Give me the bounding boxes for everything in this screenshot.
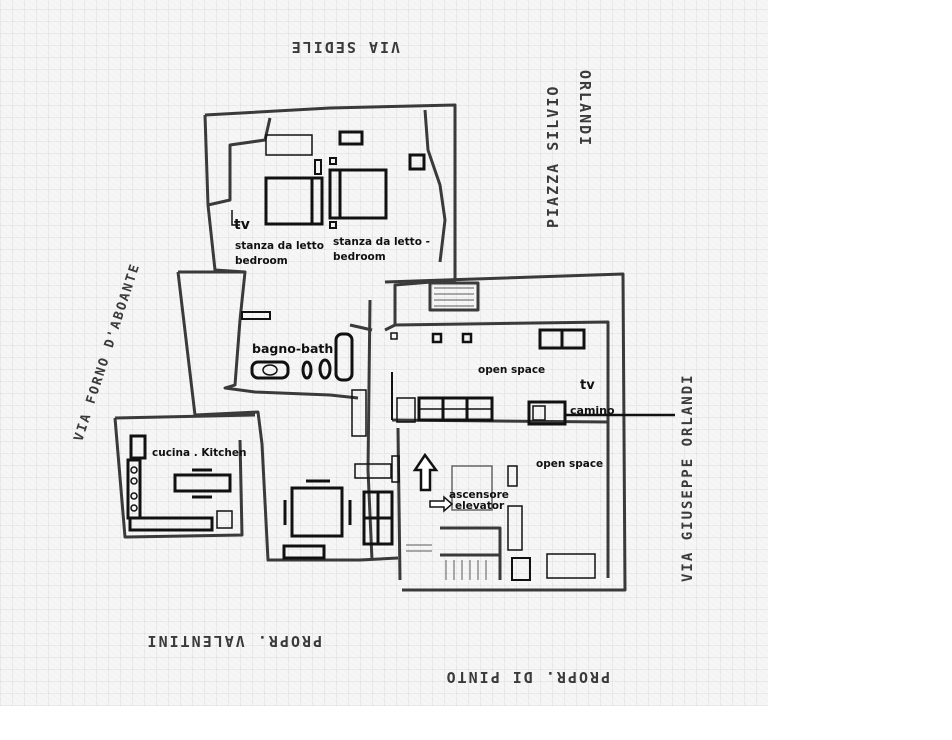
open-space-bottom-label: open space: [536, 458, 603, 470]
street-top-label: VIA SEDILE: [290, 38, 400, 56]
building-walls: [113, 103, 627, 592]
elevator-label-2: elevator: [455, 500, 505, 512]
stair-treads: [406, 287, 487, 580]
bedroom-left-label-2: bedroom: [235, 255, 288, 267]
open-space-top-label: open space: [478, 364, 545, 376]
room-labels: tv stanza da letto bedroom stanza da let…: [152, 217, 615, 512]
bathroom-label: bagno-bath: [252, 341, 333, 356]
street-right-top-label-1: PIAZZA SILVIO: [544, 85, 562, 228]
street-left-label: VIA FORNO D'ABOANTE: [72, 261, 144, 443]
up-arrow-icon: [412, 452, 439, 492]
floor-plan-paper: [0, 0, 768, 706]
kitchen-furniture: [126, 434, 233, 532]
bathroom-fixtures: [250, 332, 354, 382]
elevator-label-1: ascensore: [449, 489, 509, 501]
lower-living-furniture: [451, 465, 596, 581]
tv-bedroom-label: tv: [234, 217, 250, 233]
tv-living-label: tv: [580, 378, 595, 393]
fireplace-label: camino: [570, 404, 615, 417]
kitchen-label: cucina . Kitchen: [152, 447, 246, 459]
bedroom-right-label-1: stanza da letto -: [333, 236, 430, 248]
tv-bedroom-mark: [231, 210, 240, 226]
bedroom-right-label-2: bedroom: [333, 251, 386, 263]
street-bottom-right-label: PROPR. DI PINTO: [445, 668, 610, 686]
street-right-top-label-2: ORLANDI: [576, 70, 594, 147]
bedroom-furniture: [241, 130, 426, 320]
elevator-arrow-icon: [429, 495, 454, 513]
living-furniture: [390, 328, 586, 426]
dining-furniture: [282, 389, 400, 560]
street-bottom-left-label: PROPR. VALENTINI: [146, 632, 323, 650]
street-right-label: VIA GIUSEPPE ORLANDI: [680, 373, 696, 582]
bedroom-left-label-1: stanza da letto: [235, 240, 324, 252]
